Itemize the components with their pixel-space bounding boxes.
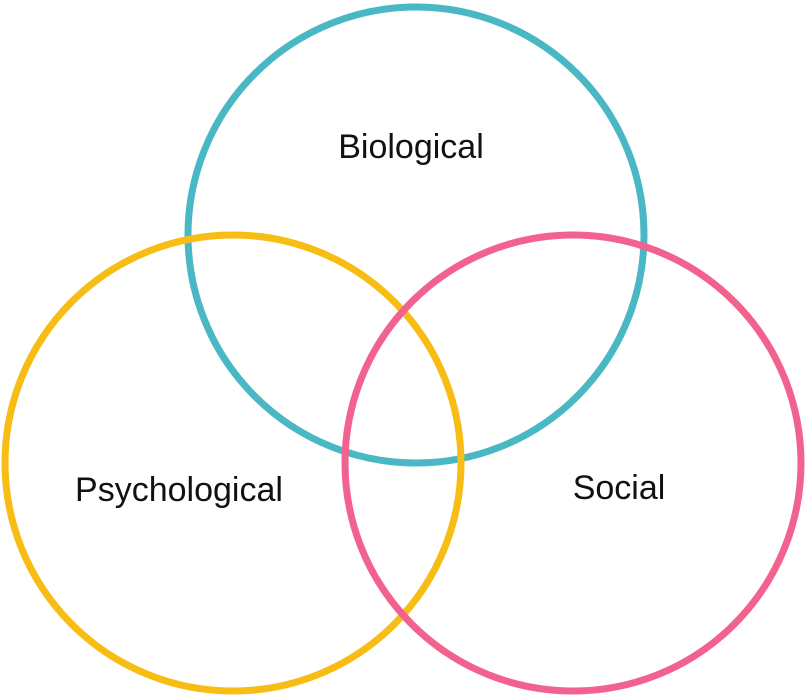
biological-label: Biological (338, 128, 484, 166)
psychological-label: Psychological (75, 471, 283, 509)
social-circle (341, 231, 805, 695)
social-label: Social (573, 469, 666, 507)
psychological-circle (1, 231, 465, 695)
biological-circle (184, 3, 648, 467)
